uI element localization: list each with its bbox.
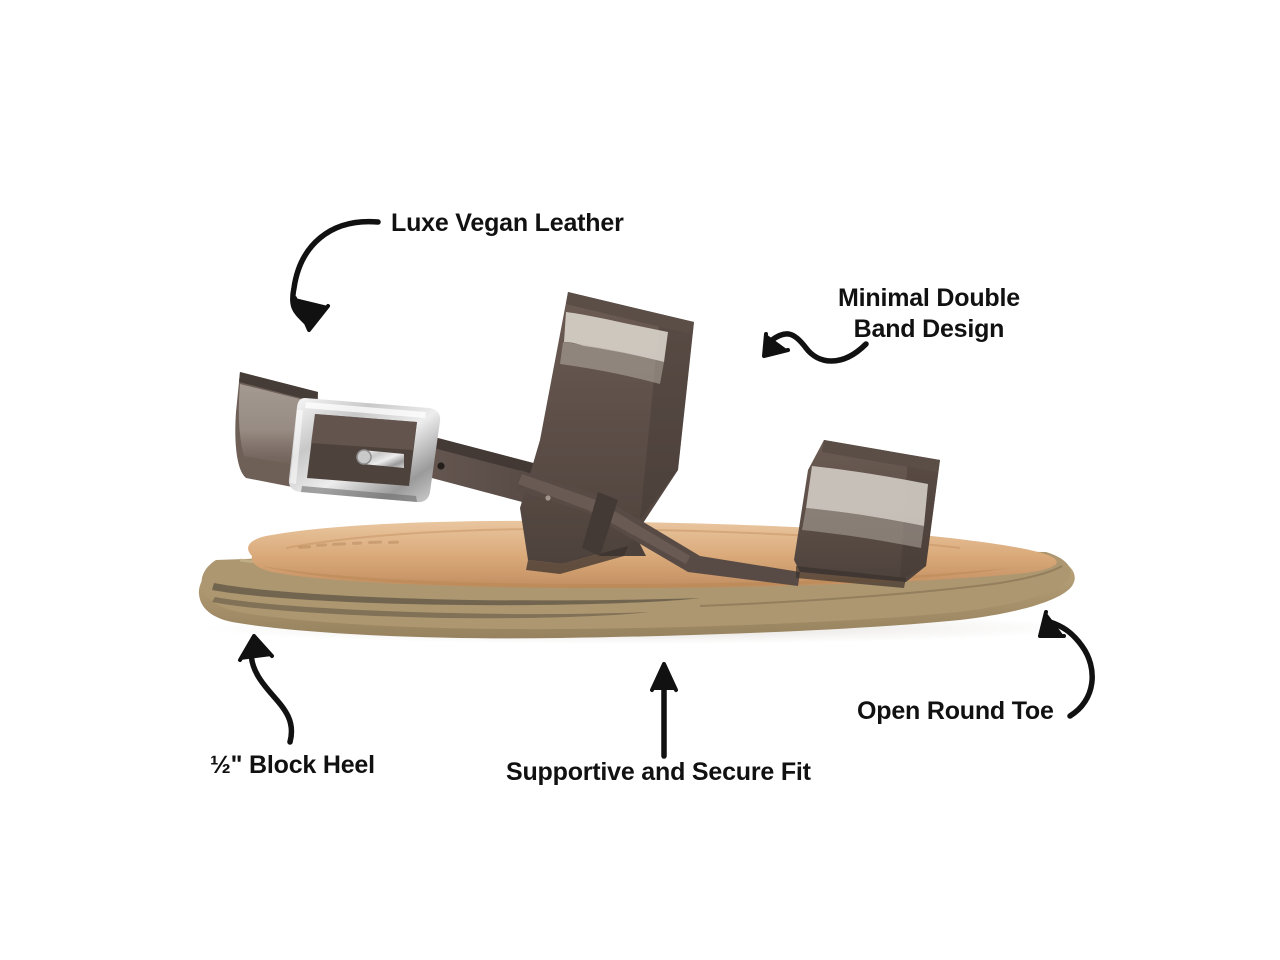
instep-band-top-edge [566,292,694,334]
buckle [288,398,441,503]
buckle-prong-pivot [356,449,372,465]
crossing-strap [516,470,800,586]
ankle-strap-tail-top-edge [239,372,318,402]
strap-interlock-notch [582,492,618,556]
buckle-prong [362,450,404,468]
instep-band-foot-join [526,546,628,574]
callout-label-block-heel: ½" Block Heel [210,751,375,779]
toe-band [794,440,940,588]
buckle-window-gloss [311,414,417,450]
toe-band-gloss [806,466,928,526]
callout-label-minimal-double-band-design: Minimal Double Band Design [838,284,1020,343]
instep-band-gloss-soft [560,342,664,384]
crossing-strap-highlight [518,474,690,564]
instep-band-gloss [564,312,668,362]
footbed-shading [262,566,1010,588]
callout-label-supportive-secure-fit: Supportive and Secure Fit [506,758,811,786]
toe-band-gloss-soft [802,508,924,548]
strap-rivet [545,495,551,501]
sole-texture-stripe-upper [212,583,700,606]
callout-label-luxe-vegan-leather: Luxe Vegan Leather [391,209,624,237]
buckle-highlight-top [305,402,426,418]
toe-band-top-edge [822,440,940,472]
buckle-highlight-left [290,410,303,484]
toe-band-foot-join [796,566,906,588]
callout-label-open-round-toe: Open Round Toe [857,697,1054,725]
instep-band-shade-right [640,318,694,520]
buckle-shadow-bottom [301,486,417,502]
sole-seam-line [699,565,1063,607]
footbed-brand-emboss [298,540,400,549]
strap-hole [437,462,445,470]
sole-texture-stripe-lower [212,597,650,619]
